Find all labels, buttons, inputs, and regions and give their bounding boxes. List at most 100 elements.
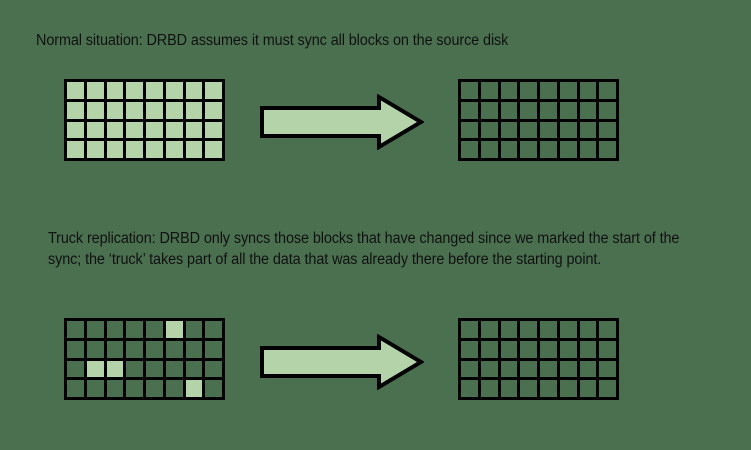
grid-cell-empty [540, 101, 557, 119]
grid-cell-empty [126, 380, 143, 397]
grid-cell-filled [205, 82, 222, 99]
grid-cell-empty [106, 321, 124, 338]
grid-cell-empty [599, 380, 616, 397]
grid-cell-empty [540, 321, 557, 338]
grid-cell-empty [520, 360, 537, 378]
grid-cell-empty [540, 121, 557, 139]
grid-cell-empty [185, 340, 203, 358]
grid-cell-empty [500, 380, 518, 397]
grid-cell-filled [126, 82, 143, 99]
grid-cell-empty [106, 380, 124, 397]
grid-cell-empty [205, 321, 222, 338]
grid-cell-empty [480, 82, 498, 99]
grid-cell-empty [559, 321, 577, 338]
grid-cell-empty [599, 121, 616, 139]
grid-cell-empty [461, 321, 478, 338]
grid-cell-empty [126, 360, 143, 378]
grid-cell-empty [461, 82, 478, 99]
grid-cell-filled [205, 101, 222, 119]
grid-cell-empty [480, 360, 498, 378]
grid-cell-filled [165, 121, 183, 139]
grid-cell-empty [480, 340, 498, 358]
grid-cell-filled [165, 321, 183, 338]
grid-cell-filled [86, 141, 104, 158]
grid-cell-empty [461, 360, 478, 378]
grid-cell-empty [146, 360, 163, 378]
grid-cell-empty [67, 340, 84, 358]
grid-cell-empty [599, 101, 616, 119]
grid-cell-empty [461, 380, 478, 397]
grid-cell-empty [146, 321, 163, 338]
grid-cell-empty [480, 121, 498, 139]
grid-cell-empty [579, 321, 597, 338]
grid-cell-filled [67, 121, 84, 139]
grid-cell-filled [86, 82, 104, 99]
grid-cell-filled [106, 101, 124, 119]
grid-cell-empty [579, 340, 597, 358]
grid-cell-empty [86, 380, 104, 397]
caption-normal-situation: Normal situation: DRBD assumes it must s… [36, 32, 509, 49]
sync-arrow-truck [260, 334, 424, 390]
grid-cell-empty [205, 340, 222, 358]
grid-cell-empty [559, 101, 577, 119]
grid-cell-filled [67, 101, 84, 119]
grid-cell-empty [67, 360, 84, 378]
grid-cell-filled [146, 82, 163, 99]
grid-normal-source-disk [64, 79, 225, 161]
grid-cell-filled [106, 141, 124, 158]
grid-cell-filled [185, 82, 203, 99]
grid-cell-empty [146, 380, 163, 397]
grid-truck-source-disk [64, 318, 225, 400]
grid-cell-empty [126, 340, 143, 358]
caption-truck-replication: Truck replication: DRBD only syncs those… [48, 230, 684, 268]
grid-cell-empty [540, 141, 557, 158]
grid-cell-filled [165, 101, 183, 119]
grid-cell-empty [165, 360, 183, 378]
grid-cell-empty [500, 360, 518, 378]
grid-cell-empty [520, 141, 537, 158]
grid-cell-empty [165, 380, 183, 397]
grid-normal-target-disk [458, 79, 619, 161]
grid-cell-empty [540, 380, 557, 397]
grid-cell-filled [146, 121, 163, 139]
grid-cell-filled [185, 380, 203, 397]
grid-cell-empty [86, 340, 104, 358]
grid-cell-empty [480, 380, 498, 397]
grid-cell-empty [579, 121, 597, 139]
arrow-shape [260, 334, 424, 390]
grid-cell-empty [520, 121, 537, 139]
grid-cell-filled [126, 101, 143, 119]
grid-cell-empty [579, 141, 597, 158]
grid-cell-filled [106, 82, 124, 99]
grid-cell-empty [500, 321, 518, 338]
grid-cell-empty [559, 360, 577, 378]
grid-cell-empty [540, 82, 557, 99]
grid-cell-empty [86, 321, 104, 338]
grid-cell-empty [579, 101, 597, 119]
grid-cell-filled [205, 141, 222, 158]
grid-cell-empty [126, 321, 143, 338]
grid-cell-empty [480, 101, 498, 119]
grid-cell-empty [540, 340, 557, 358]
grid-cell-filled [165, 141, 183, 158]
grid-cell-empty [500, 141, 518, 158]
grid-cell-filled [86, 121, 104, 139]
grid-cell-filled [67, 82, 84, 99]
grid-cell-empty [461, 141, 478, 158]
grid-cell-empty [500, 121, 518, 139]
grid-cell-empty [599, 340, 616, 358]
grid-cell-empty [185, 360, 203, 378]
grid-cell-empty [205, 360, 222, 378]
grid-cell-empty [67, 321, 84, 338]
grid-cell-empty [559, 141, 577, 158]
grid-cell-empty [461, 121, 478, 139]
grid-cell-empty [599, 141, 616, 158]
grid-cell-empty [579, 82, 597, 99]
grid-cell-filled [106, 360, 124, 378]
arrow-shape [260, 94, 424, 150]
grid-cell-empty [185, 321, 203, 338]
grid-cell-empty [461, 340, 478, 358]
grid-cell-empty [559, 340, 577, 358]
grid-cell-empty [500, 340, 518, 358]
